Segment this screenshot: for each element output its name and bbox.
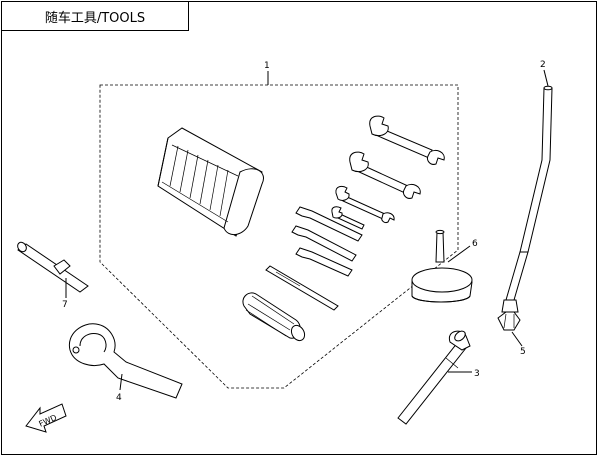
open-end-wrench-medium xyxy=(349,151,421,199)
tool-handle-rod xyxy=(505,85,553,301)
forward-arrow-icon: FWD xyxy=(25,403,67,433)
callout-7: 7 xyxy=(62,278,68,310)
svg-text:7: 7 xyxy=(62,300,68,310)
callout-1: 1 xyxy=(264,61,270,85)
pin-punch xyxy=(17,241,89,293)
svg-text:2: 2 xyxy=(540,60,546,70)
svg-text:4: 4 xyxy=(116,393,122,403)
funnel xyxy=(411,229,473,303)
tool-roll xyxy=(157,127,264,237)
fitting-part-5 xyxy=(497,299,521,331)
tube-spanner xyxy=(397,330,471,425)
callout-4: 4 xyxy=(116,373,123,403)
screwdriver-shaft xyxy=(265,265,339,311)
hex-key-large xyxy=(295,206,363,242)
hex-key-medium xyxy=(291,225,357,262)
callout-2: 2 xyxy=(540,60,549,87)
screwdriver-handle xyxy=(242,292,306,342)
hook-wrench xyxy=(68,323,183,399)
callout-6: 6 xyxy=(447,239,478,263)
svg-text:1: 1 xyxy=(264,61,270,71)
tool-kit-boundary xyxy=(99,84,459,389)
open-end-wrench-large xyxy=(369,115,445,165)
open-end-wrench-mini xyxy=(331,206,365,230)
hex-key-small xyxy=(295,247,353,277)
svg-text:5: 5 xyxy=(520,347,526,357)
open-end-wrench-small xyxy=(335,185,395,223)
callout-3: 3 xyxy=(448,369,480,379)
callout-5: 5 xyxy=(511,331,526,357)
svg-text:3: 3 xyxy=(474,369,480,379)
diagram-title: 随车工具/TOOLS xyxy=(1,1,189,31)
svg-text:6: 6 xyxy=(472,239,478,249)
